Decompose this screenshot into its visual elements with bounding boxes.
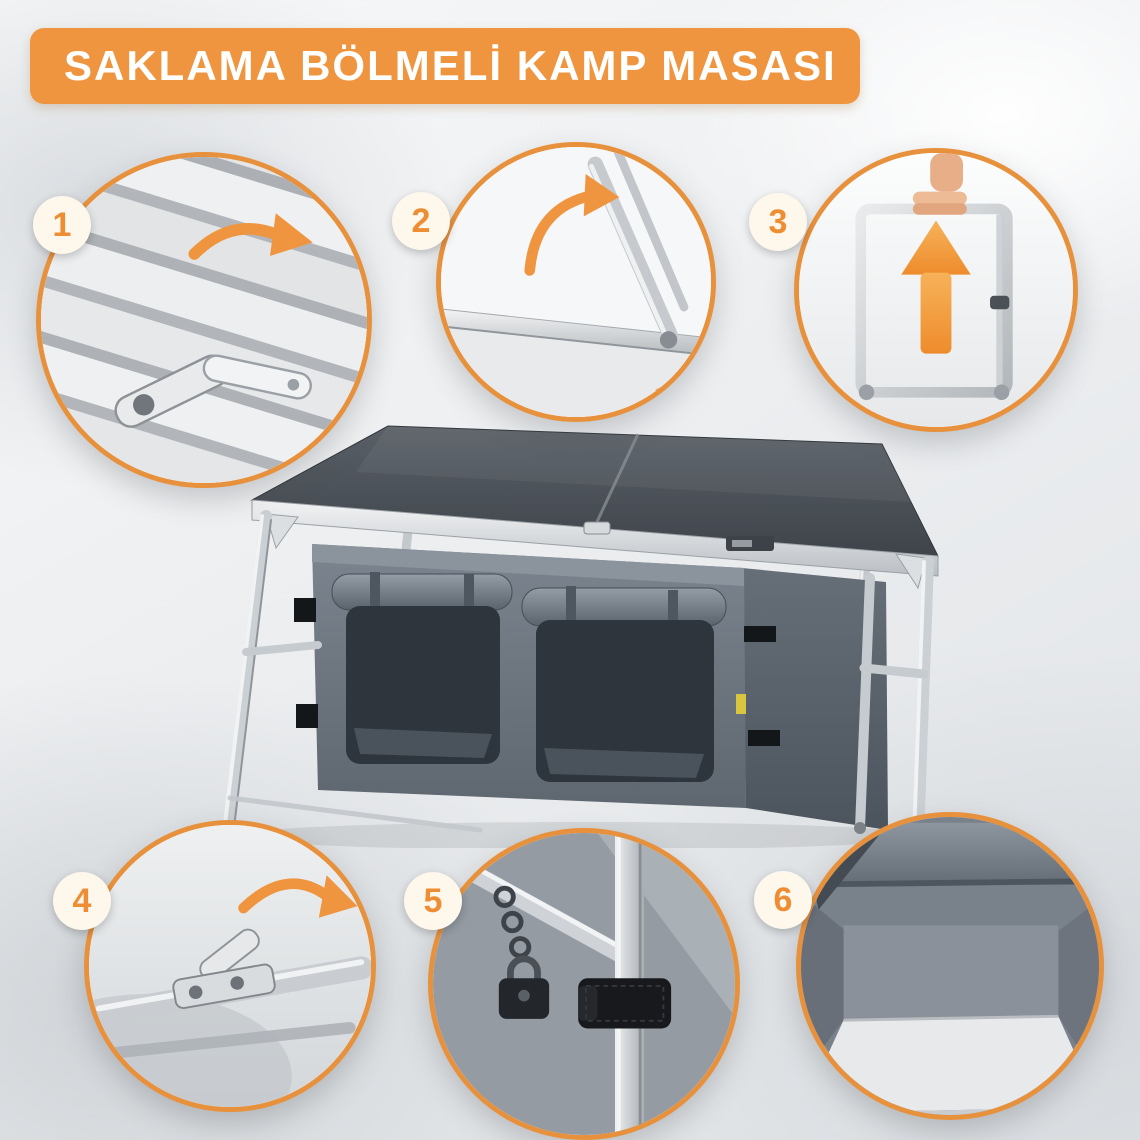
left-compartment-opening: [346, 606, 500, 764]
tabletop-seam: [594, 433, 640, 525]
callout-3-number-badge: 3: [749, 193, 807, 251]
callout-5-photo: [433, 833, 735, 1135]
page-title: SAKLAMA BÖLMELİ KAMP MASASI: [64, 42, 837, 89]
right-strap-top: [744, 626, 776, 642]
callout-4-number-badge: 4: [53, 872, 111, 930]
brand-tag: [736, 694, 746, 714]
callout-1-tabletop-latch: [36, 152, 372, 488]
right-strap-bottom: [748, 730, 780, 746]
callout-6-number: 6: [773, 880, 793, 919]
callout-3-number: 3: [768, 202, 788, 241]
tabletop: [250, 425, 939, 577]
callout-5-number: 5: [423, 881, 443, 920]
title-banner: SAKLAMA BÖLMELİ KAMP MASASI: [30, 28, 860, 104]
up-arrow-icon: [901, 220, 971, 354]
callout-4-leg-lock: [84, 820, 376, 1112]
rim-latch: [583, 521, 611, 535]
product-photo-camping-table: [220, 425, 939, 848]
curved-arrow-icon: [524, 174, 620, 276]
callout-5-leg-strap: [428, 828, 740, 1140]
velcro-strap: [578, 978, 672, 1029]
storage-organizer: [294, 544, 888, 830]
back-wall: [843, 925, 1059, 1021]
right-compartment-opening: [536, 620, 714, 782]
support-bar: [451, 857, 642, 970]
left-door-roll: [331, 573, 513, 611]
callout-4-number: 4: [72, 881, 92, 920]
table-edge-rail: [441, 308, 711, 356]
callout-3-photo: [799, 153, 1073, 427]
callout-2-photo: [441, 147, 711, 417]
left-strap-top: [294, 598, 316, 622]
curved-arrow-icon: [188, 213, 313, 260]
callout-6-storage-interior: [796, 812, 1104, 1120]
callout-6-photo: [801, 817, 1099, 1115]
callout-4-photo: [89, 825, 371, 1107]
compartment-floor: [801, 1016, 1099, 1114]
callout-2-number-badge: 2: [392, 192, 450, 250]
padlock-and-chain: [493, 885, 550, 1019]
hand: [912, 153, 967, 215]
surface-latch: [114, 354, 312, 428]
callout-1-photo: [41, 157, 367, 483]
aluminum-planks: [41, 157, 367, 483]
tabletop-rim: [251, 499, 939, 577]
callout-5-number-badge: 5: [404, 872, 462, 930]
curved-arrow-icon: [238, 875, 358, 918]
callout-2-number: 2: [411, 201, 431, 240]
callout-6-number-badge: 6: [754, 871, 812, 929]
callout-1-number: 1: [52, 205, 72, 244]
lock-bracket: [172, 928, 276, 1010]
left-strap-bottom: [296, 704, 318, 728]
callout-1-number-badge: 1: [33, 196, 91, 254]
callout-2-folding-leg: [436, 142, 716, 422]
callout-3-carry-folded: [794, 148, 1078, 432]
